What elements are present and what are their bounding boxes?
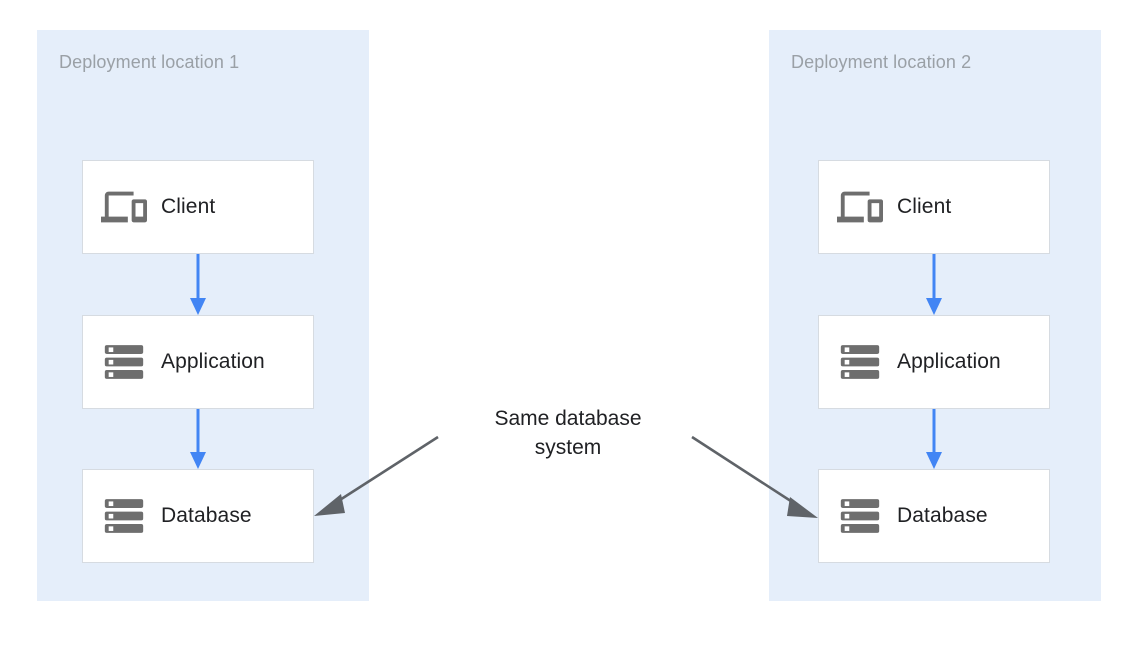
- node-database-zone-2-label: Database: [897, 504, 988, 527]
- node-client-zone-1[interactable]: Client: [82, 160, 314, 254]
- annotation-line-1: Same database: [494, 407, 642, 430]
- zone-1-label: Deployment location 1: [59, 52, 240, 72]
- node-application-zone-1[interactable]: Application: [82, 315, 314, 409]
- node-client-zone-2-label: Client: [897, 195, 952, 218]
- node-application-zone-2[interactable]: Application: [818, 315, 1050, 409]
- server-icon: [104, 345, 144, 379]
- annotation-line-2: system: [534, 436, 602, 459]
- node-database-zone-1[interactable]: Database: [82, 469, 314, 563]
- node-client-zone-1-label: Client: [161, 195, 216, 218]
- server-icon: [840, 499, 880, 533]
- node-database-zone-1-label: Database: [161, 504, 252, 527]
- annotation-same-database-system: Same database system: [446, 404, 690, 462]
- node-database-zone-2[interactable]: Database: [818, 469, 1050, 563]
- devices-icon: [837, 191, 883, 223]
- devices-icon: [101, 191, 147, 223]
- node-client-zone-2[interactable]: Client: [818, 160, 1050, 254]
- server-icon: [104, 499, 144, 533]
- node-application-zone-2-label: Application: [897, 350, 1001, 373]
- node-application-zone-1-label: Application: [161, 350, 265, 373]
- zone-2-label: Deployment location 2: [791, 52, 972, 72]
- server-icon: [840, 345, 880, 379]
